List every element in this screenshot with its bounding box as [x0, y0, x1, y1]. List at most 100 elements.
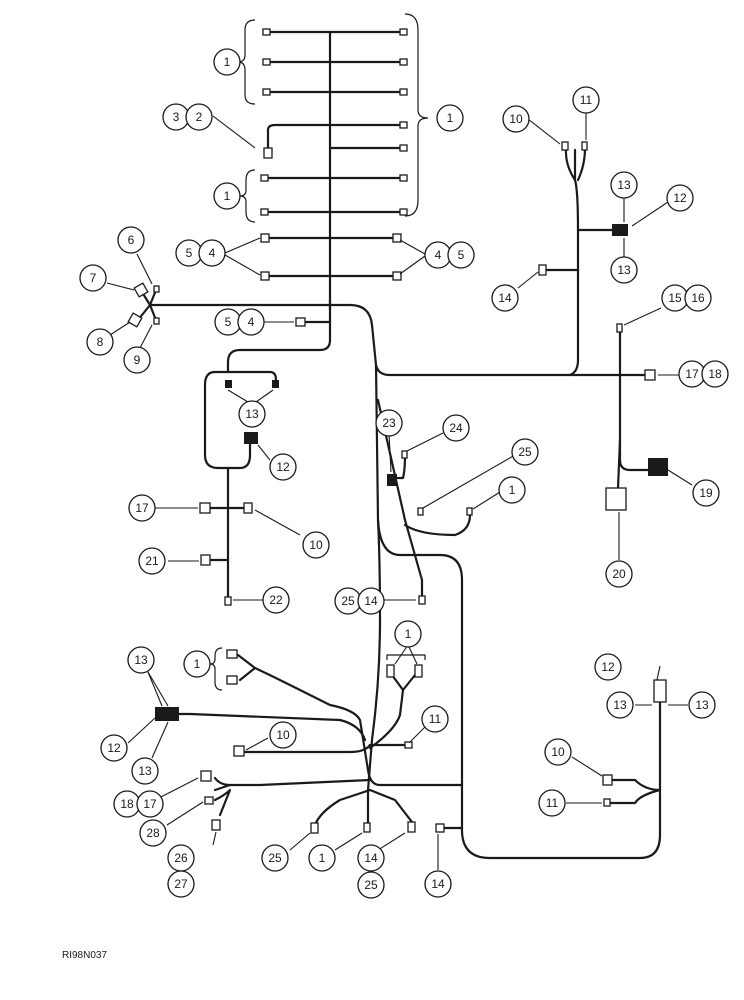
- svg-text:25: 25: [518, 445, 532, 459]
- callout-18-right: 18: [701, 360, 729, 388]
- callout-13-lower-right-b: 13: [688, 691, 716, 719]
- callout-9: 9: [123, 346, 151, 374]
- svg-text:11: 11: [429, 712, 442, 726]
- callout-1-mid-left: 1: [213, 182, 241, 210]
- svg-text:1: 1: [405, 627, 412, 641]
- svg-text:5: 5: [458, 248, 465, 262]
- callout-12-left: 12: [269, 453, 297, 481]
- callout-1-mid: 1: [498, 476, 526, 504]
- svg-text:25: 25: [364, 878, 378, 892]
- callout-24: 24: [442, 414, 470, 442]
- svg-text:16: 16: [691, 291, 705, 305]
- svg-text:12: 12: [673, 191, 687, 205]
- svg-text:10: 10: [551, 745, 565, 759]
- svg-text:13: 13: [245, 407, 259, 421]
- svg-text:4: 4: [209, 246, 216, 260]
- callout-balloons: 1 1 1 3 2 5 4 4 5 6 7 8 9 5 4 10 11 13 1…: [79, 48, 729, 899]
- callout-10-lower-right: 10: [544, 738, 572, 766]
- svg-text:25: 25: [268, 851, 282, 865]
- svg-text:11: 11: [546, 796, 559, 810]
- svg-text:18: 18: [708, 367, 722, 381]
- callout-27: 27: [167, 870, 195, 898]
- svg-text:1: 1: [319, 851, 326, 865]
- svg-text:21: 21: [145, 554, 159, 568]
- svg-text:9: 9: [134, 353, 141, 367]
- callout-4-left: 4: [198, 239, 226, 267]
- callout-13-lower-left-a: 13: [127, 646, 155, 674]
- callout-1-bottom: 1: [308, 844, 336, 872]
- svg-text:13: 13: [617, 178, 631, 192]
- svg-text:25: 25: [341, 594, 355, 608]
- callout-28: 28: [139, 819, 167, 847]
- callout-18-lower: 18: [113, 790, 141, 818]
- svg-text:1: 1: [509, 483, 516, 497]
- callout-12-lower-left: 12: [100, 734, 128, 762]
- callout-1-top-left: 1: [213, 48, 241, 76]
- callout-20: 20: [605, 560, 633, 588]
- svg-text:15: 15: [668, 291, 682, 305]
- callout-6: 6: [117, 226, 145, 254]
- callout-10-upper-right: 10: [502, 105, 530, 133]
- callout-14-center: 14: [357, 587, 385, 615]
- callout-17-left: 17: [128, 494, 156, 522]
- svg-text:8: 8: [97, 335, 104, 349]
- callout-5-stub: 5: [214, 308, 242, 336]
- callout-17-right: 17: [678, 360, 706, 388]
- callout-4-right: 4: [424, 241, 452, 269]
- svg-text:14: 14: [431, 877, 445, 891]
- svg-text:10: 10: [276, 728, 290, 742]
- callout-13-upper-right-b: 13: [610, 256, 638, 284]
- callout-1-lower-left: 1: [183, 650, 211, 678]
- callout-13-upper-right-a: 13: [610, 171, 638, 199]
- callout-17-lower: 17: [136, 790, 164, 818]
- callout-2: 2: [185, 103, 213, 131]
- callout-13-left-loop: 13: [238, 400, 266, 428]
- svg-text:17: 17: [135, 501, 149, 515]
- svg-text:20: 20: [612, 567, 626, 581]
- svg-text:7: 7: [90, 271, 97, 285]
- callout-21: 21: [138, 547, 166, 575]
- callout-10-lower: 10: [269, 721, 297, 749]
- callout-12-upper-right: 12: [666, 184, 694, 212]
- callout-22: 22: [262, 586, 290, 614]
- svg-text:10: 10: [509, 112, 523, 126]
- callout-10-left: 10: [302, 531, 330, 559]
- svg-text:13: 13: [695, 698, 709, 712]
- connectors: [127, 28, 668, 834]
- callout-5-left: 5: [175, 239, 203, 267]
- callout-26: 26: [167, 844, 195, 872]
- callout-3: 3: [162, 103, 190, 131]
- svg-text:19: 19: [699, 486, 713, 500]
- svg-text:24: 24: [449, 421, 463, 435]
- svg-text:13: 13: [617, 263, 631, 277]
- svg-text:5: 5: [225, 315, 232, 329]
- callout-11-upper-right: 11: [572, 86, 600, 114]
- harness-wires: [136, 30, 662, 860]
- callout-1-top-right: 1: [436, 104, 464, 132]
- svg-text:26: 26: [174, 851, 188, 865]
- callout-19: 19: [692, 479, 720, 507]
- svg-text:1: 1: [224, 55, 231, 69]
- svg-text:14: 14: [498, 291, 512, 305]
- callout-25-center: 25: [334, 587, 362, 615]
- callout-25-mid: 25: [511, 438, 539, 466]
- callout-14-bottom-right: 14: [424, 870, 452, 898]
- callout-25-bottom: 25: [357, 871, 385, 899]
- leader-lines: [106, 112, 693, 870]
- svg-text:4: 4: [248, 315, 255, 329]
- svg-text:3: 3: [173, 110, 180, 124]
- svg-text:13: 13: [134, 653, 148, 667]
- brackets: [209, 13, 429, 691]
- svg-text:17: 17: [143, 797, 157, 811]
- callout-14-upper-right: 14: [491, 284, 519, 312]
- svg-text:12: 12: [107, 741, 121, 755]
- svg-text:22: 22: [269, 593, 283, 607]
- callout-8: 8: [86, 328, 114, 356]
- svg-text:13: 13: [613, 698, 627, 712]
- svg-text:28: 28: [146, 826, 160, 840]
- svg-text:10: 10: [309, 538, 323, 552]
- callout-1-lower-center: 1: [394, 620, 422, 648]
- svg-text:23: 23: [382, 416, 396, 430]
- svg-text:14: 14: [364, 851, 378, 865]
- svg-text:27: 27: [174, 877, 188, 891]
